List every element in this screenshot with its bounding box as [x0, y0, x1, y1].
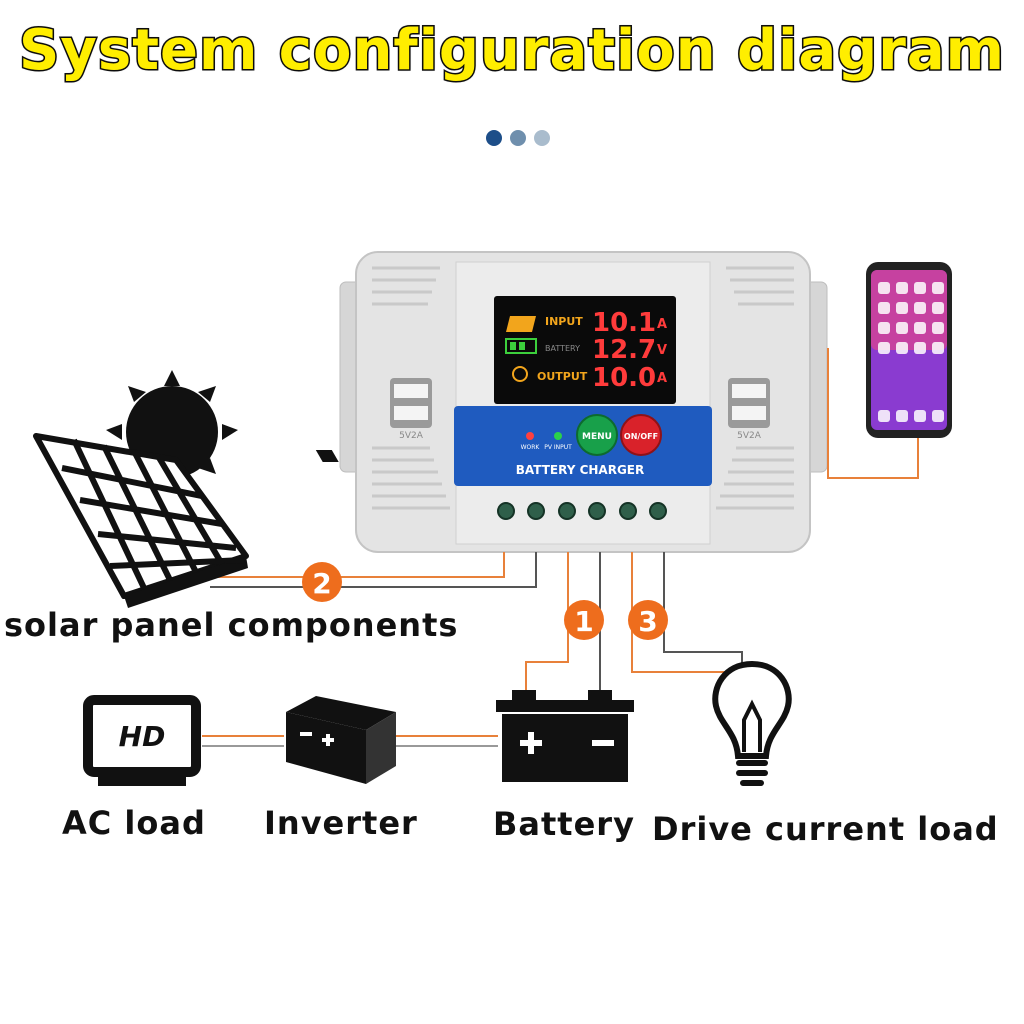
- usb-left-label: 5V2A: [399, 431, 424, 441]
- page-title: System configuration diagram: [18, 17, 1006, 85]
- battery-value: 12.7: [592, 335, 656, 365]
- marker-2: 2: [302, 562, 342, 602]
- drive-load-label: Drive current load: [652, 810, 999, 848]
- pv-input-label: PV INPUT: [544, 444, 572, 451]
- marker-1-label: 1: [574, 605, 593, 638]
- charger-name: BATTERY CHARGER: [516, 463, 644, 477]
- pager-dot-2[interactable]: [510, 130, 526, 146]
- menu-button-label: MENU: [582, 432, 612, 442]
- input-label: INPUT: [545, 315, 583, 328]
- menu-button[interactable]: MENU: [576, 414, 618, 456]
- light-bulb-icon: [712, 660, 792, 786]
- monitor-hd-label: HD: [119, 720, 166, 753]
- work-label: WORK: [521, 444, 541, 451]
- marker-3-label: 3: [638, 605, 657, 638]
- work-led: [526, 432, 534, 440]
- smartphone-icon: [866, 262, 952, 438]
- usb-right-label: 5V2A: [737, 431, 762, 441]
- solar-panel-mini-icon: [506, 316, 536, 332]
- battery-unit: V: [657, 343, 667, 358]
- input-value: 10.1: [592, 308, 656, 338]
- pager-dots[interactable]: [486, 130, 550, 146]
- usb-ports-right[interactable]: [728, 378, 770, 428]
- terminal-block: [497, 502, 667, 520]
- pager-dot-1[interactable]: [486, 130, 502, 146]
- usb-ports-left[interactable]: [390, 378, 432, 428]
- output-value: 10.0: [592, 363, 656, 393]
- battery-label-text: Battery: [493, 805, 635, 843]
- battery-label: BATTERY: [545, 344, 580, 353]
- monitor-icon: HD: [83, 695, 201, 786]
- output-unit: A: [657, 371, 667, 386]
- inverter-icon: [286, 696, 396, 784]
- lcd-display: INPUT BATTERY OUTPUT 10.1 12.7 10.0 A V …: [494, 296, 676, 404]
- output-label: OUTPUT: [537, 370, 588, 383]
- ac-load-label: AC load: [62, 804, 206, 842]
- marker-3: 3: [628, 600, 668, 640]
- marker-1: 1: [564, 600, 604, 640]
- pv-input-led: [554, 432, 562, 440]
- onoff-button-label: ON/OFF: [624, 432, 658, 441]
- marker-2-label: 2: [312, 567, 331, 600]
- onoff-button[interactable]: ON/OFF: [620, 414, 662, 456]
- inverter-label: Inverter: [264, 804, 418, 842]
- battery-mini-icon: [505, 338, 537, 354]
- solar-panel-icon: [33, 433, 339, 608]
- battery-icon: [496, 690, 634, 782]
- input-unit: A: [657, 317, 667, 332]
- solar-panel-label: solar panel components: [4, 606, 459, 644]
- pager-dot-3[interactable]: [534, 130, 550, 146]
- bulb-mini-icon: [512, 366, 528, 382]
